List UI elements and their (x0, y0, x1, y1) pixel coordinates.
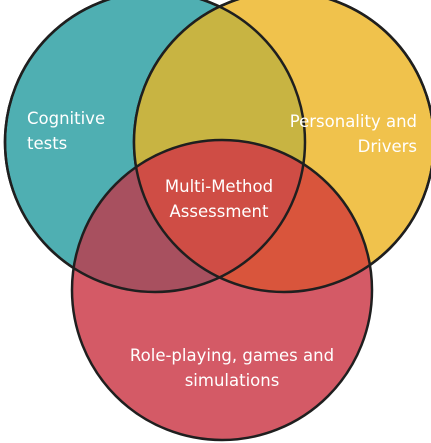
role-playing-outline (70, 138, 374, 442)
cognitive-tests-label-line-2: tests (27, 134, 68, 153)
role-playing-label: Role-playing, games and simulations (96, 343, 368, 393)
cognitive-tests-outline (3, 0, 307, 294)
role-playing-label-line-2: simulations (184, 371, 280, 390)
multi-method-assessment-label-line-2: Assessment (169, 202, 269, 221)
cognitive-tests-label: Cognitive tests (27, 106, 105, 156)
personality-drivers-label-line-2: Drivers (357, 137, 417, 156)
personality-drivers-outline (132, 0, 431, 294)
role-playing-label-line-1: Role-playing, games and (129, 346, 335, 365)
cognitive-tests-label-line-1: Cognitive (27, 109, 106, 128)
personality-drivers-label: Personality and Drivers (290, 109, 417, 159)
personality-drivers-label-line-1: Personality and (289, 112, 417, 131)
multi-method-assessment-label-line-1: Multi-Method (164, 177, 274, 196)
multi-method-assessment-label: Multi-Method Assessment (136, 174, 302, 224)
